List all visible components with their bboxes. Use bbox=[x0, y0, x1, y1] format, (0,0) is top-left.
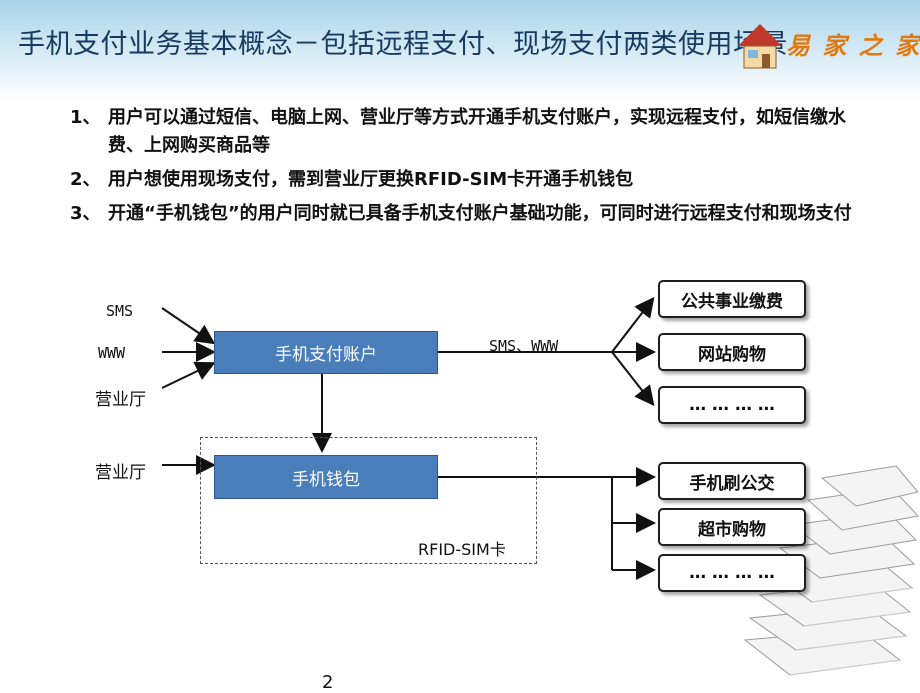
bullet-number: 2、 bbox=[70, 169, 101, 190]
input-sms-label: SMS bbox=[106, 302, 134, 320]
bullet-item: 1、 用户可以通过短信、电脑上网、营业厅等方式开通手机支付账户，实现远程支付，如… bbox=[70, 104, 860, 160]
bullet-list: 1、 用户可以通过短信、电脑上网、营业厅等方式开通手机支付账户，实现远程支付，如… bbox=[70, 104, 860, 234]
bullet-item: 2、 用户想使用现场支付，需到营业厅更换RFID-SIM卡开通手机钱包 bbox=[70, 166, 860, 194]
channel-label: SMS、WWW bbox=[489, 337, 559, 355]
target-bus-card: 手机刷公交 bbox=[658, 462, 806, 500]
bullet-number: 3、 bbox=[70, 203, 101, 224]
slide-title: 手机支付业务基本概念－包括远程支付、现场支付两类使用场景 bbox=[18, 29, 788, 60]
bullet-item: 3、 开通“手机钱包”的用户同时就已具备手机支付账户基础功能，可同时进行远程支付… bbox=[70, 200, 860, 228]
rfid-sim-label: RFID-SIM卡 bbox=[418, 540, 506, 559]
mobile-wallet-box: 手机钱包 bbox=[214, 455, 438, 499]
input-hall-label: 营业厅 bbox=[95, 390, 146, 410]
page-number: 2 bbox=[322, 672, 334, 693]
target-remote-more: … … … … bbox=[658, 386, 806, 424]
bullet-text: 用户想使用现场支付，需到营业厅更换RFID-SIM卡开通手机钱包 bbox=[108, 169, 634, 190]
bullet-number: 1、 bbox=[70, 107, 101, 128]
mobile-payment-account-box: 手机支付账户 bbox=[214, 331, 438, 374]
target-supermarket: 超市购物 bbox=[658, 508, 806, 546]
logo-text: 易 家 之 家 bbox=[786, 31, 920, 60]
target-web-shopping: 网站购物 bbox=[658, 333, 806, 371]
input-hall-bottom-label: 营业厅 bbox=[95, 463, 146, 483]
bullet-text: 用户可以通过短信、电脑上网、营业厅等方式开通手机支付账户，实现远程支付，如短信缴… bbox=[108, 107, 846, 156]
bullet-text: 开通“手机钱包”的用户同时就已具备手机支付账户基础功能，可同时进行远程支付和现场… bbox=[108, 203, 852, 224]
target-onsite-more: … … … … bbox=[658, 554, 806, 592]
rfid-sim-boundary bbox=[200, 437, 537, 564]
house-logo-icon bbox=[738, 24, 782, 69]
input-www-label: WWW bbox=[98, 344, 126, 362]
target-public-utility: 公共事业缴费 bbox=[658, 280, 806, 318]
